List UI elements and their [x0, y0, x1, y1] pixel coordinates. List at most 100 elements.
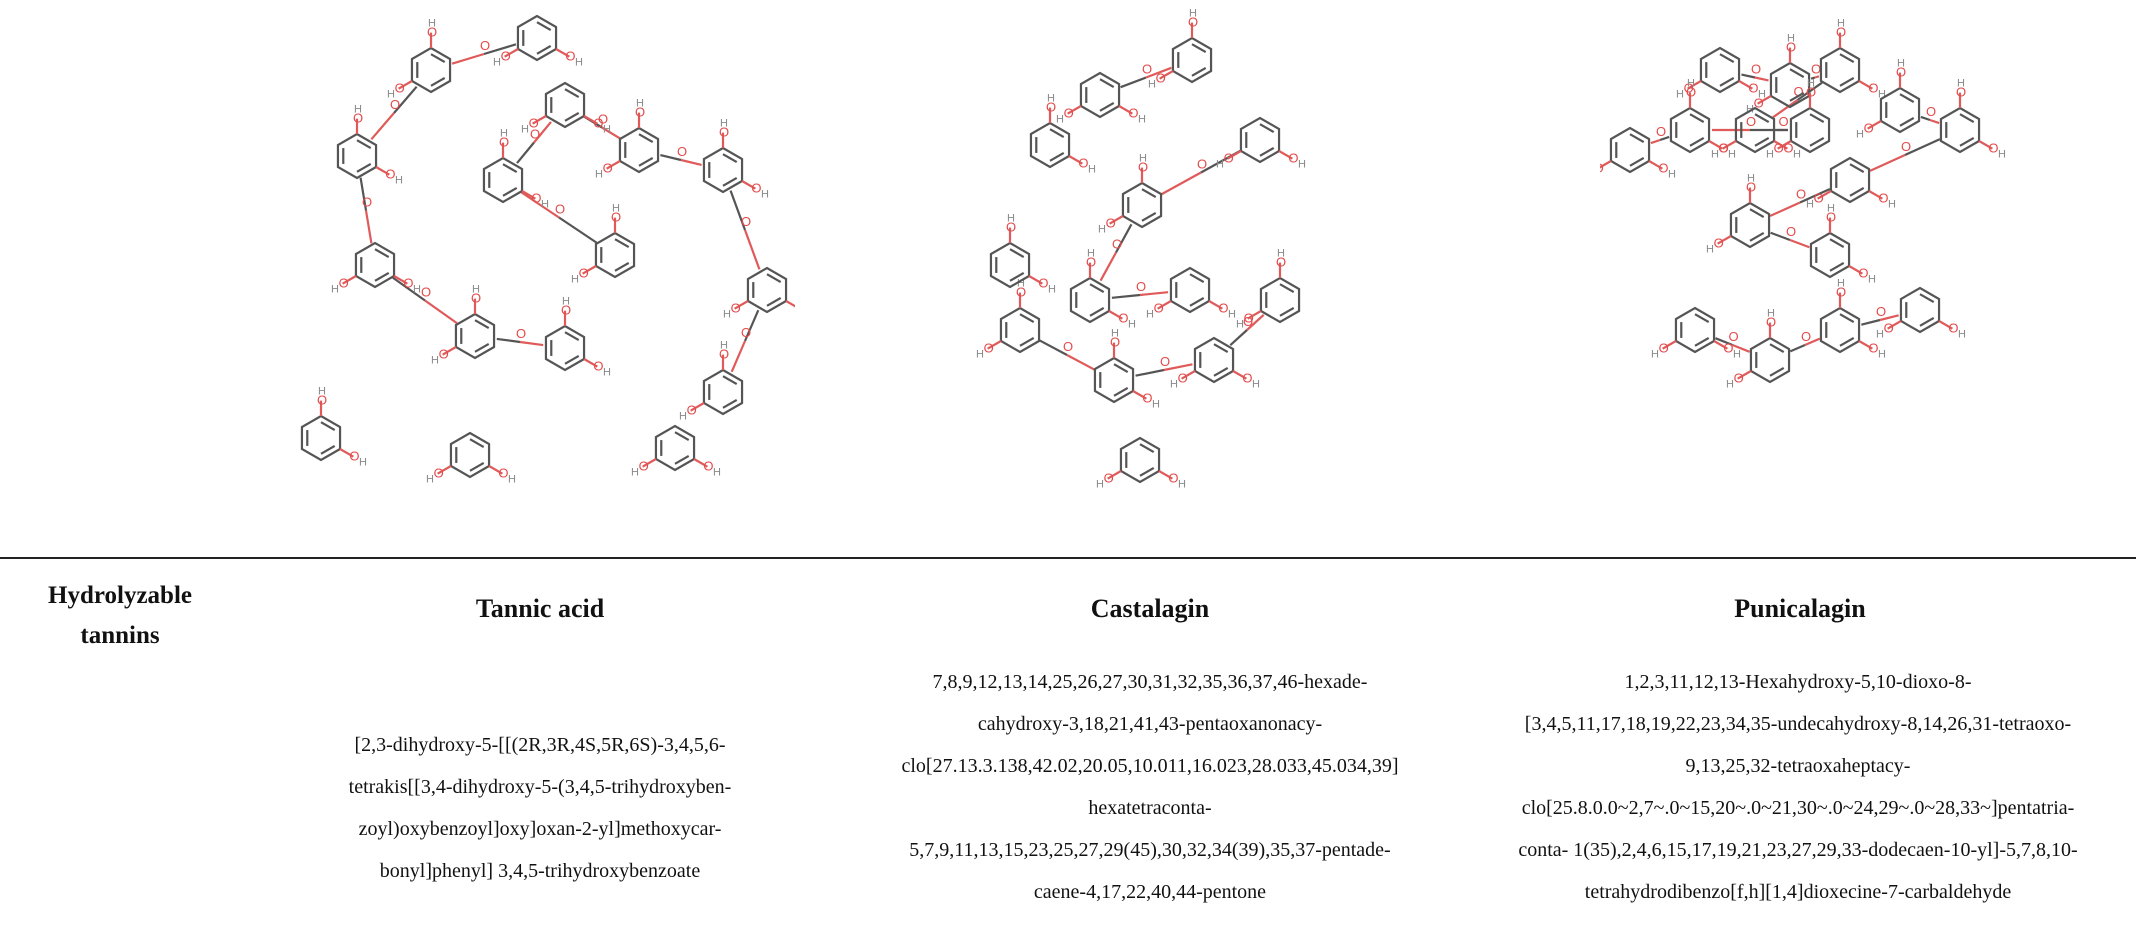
hydrogen-atom-label: H — [1087, 248, 1095, 260]
hydrogen-atom-label: H — [1146, 309, 1154, 321]
hydrogen-atom-label: H — [1277, 248, 1285, 260]
hydrogen-atom-label: H — [387, 89, 395, 101]
oxygen-atom-label: O — [1801, 329, 1811, 344]
hydrogen-atom-label: H — [1728, 149, 1736, 161]
hydrogen-atom-label: H — [1152, 399, 1160, 411]
oxygen-atom-label: O — [434, 466, 444, 481]
oxygen-atom-label: O — [362, 195, 372, 210]
double-bond — [722, 398, 738, 409]
oxygen-atom-label: O — [1884, 321, 1894, 336]
hydroxyl-bond — [504, 48, 519, 58]
double-bond — [1769, 366, 1785, 377]
double-bond — [1259, 123, 1275, 134]
aromatic-ring — [454, 312, 496, 360]
ester-bond — [533, 121, 552, 144]
oxygen-atom-label: O — [593, 359, 603, 374]
hydroxyl-bond — [1067, 105, 1082, 115]
iupac-line: cahydroxy-3,18,21,41,43-pentaoxanonacy- — [977, 713, 1323, 735]
aromatic-ring — [594, 231, 636, 279]
iupac-line: clo[27.13.3.138,42.02,20.05,10.011,16.02… — [901, 755, 1399, 777]
hydroxyl-bond — [521, 190, 536, 200]
oxygen-atom-label: O — [1656, 124, 1666, 139]
double-bond — [1189, 273, 1205, 284]
double-bond — [1959, 113, 1975, 124]
oxygen-atom-label: O — [1718, 141, 1728, 156]
ester-bond — [1879, 314, 1899, 322]
bond — [1120, 76, 1147, 89]
iupac-line: 5,7,9,11,13,15,23,25,27,29(45),30,32,34(… — [909, 839, 1391, 861]
double-bond — [1019, 313, 1035, 324]
oxygen-atom-label: O — [1106, 216, 1116, 231]
hydrogen-atom-label: H — [679, 411, 687, 423]
double-bond — [1829, 261, 1845, 272]
oxygen-atom-label: O — [555, 202, 565, 217]
hydrogen-atom-label: H — [1189, 8, 1197, 20]
bond — [1861, 318, 1881, 326]
oxygen-atom-label: O — [1136, 279, 1146, 294]
hydrogen-atom-label: H — [1128, 319, 1136, 331]
double-bond — [722, 375, 738, 386]
oxygen-atom-label: O — [1896, 65, 1906, 80]
aromatic-ring — [654, 424, 696, 472]
bond — [1659, 135, 1670, 142]
iupac-line: conta- 1(35),2,4,6,15,17,19,21,23,27,29,… — [1518, 839, 2078, 861]
aromatic-ring — [1259, 276, 1301, 324]
hydrogen-atom-label: H — [1998, 149, 2006, 161]
oxygen-atom-label: O — [1276, 255, 1286, 270]
oxygen-atom-label: O — [1142, 391, 1152, 406]
hydrogen-atom-label: H — [1676, 89, 1684, 101]
bond — [392, 276, 426, 302]
oxygen-atom-label: O — [1811, 62, 1821, 77]
oxygen-atom-label: O — [1038, 276, 1048, 291]
double-bond — [1839, 313, 1855, 324]
hydroxyl-bond — [488, 465, 503, 475]
double-bond — [1754, 136, 1770, 147]
oxygen-atom-label: O — [498, 466, 508, 481]
oxygen-atom-label: O — [1658, 161, 1668, 176]
hydrogen-atom-label: H — [431, 355, 439, 367]
ester-bond — [364, 210, 373, 244]
hydrogen-atom-label: H — [413, 284, 421, 296]
bond — [516, 141, 535, 164]
oxygen-atom-label: O — [1686, 85, 1696, 100]
iupac-name: 7,8,9,12,13,14,25,26,27,30,31,32,35,36,3… — [800, 661, 1500, 913]
oxygen-atom-label: O — [677, 144, 687, 159]
double-bond — [564, 331, 580, 342]
hydroxyl-bond — [1227, 150, 1242, 160]
double-bond — [1899, 116, 1915, 127]
hydrogen-atom-label: H — [1228, 309, 1236, 321]
hydrogen-atom-label: H — [1139, 153, 1147, 165]
hydroxyl-bond — [1181, 370, 1196, 380]
double-bond — [1629, 133, 1645, 144]
oxygen-atom-label: O — [395, 81, 405, 96]
double-bond — [564, 111, 580, 122]
double-bond — [1189, 296, 1205, 307]
oxygen-atom-label: O — [741, 214, 751, 229]
aromatic-ring — [1674, 306, 1716, 354]
hydroxyl-bond — [583, 358, 598, 368]
hydroxyl-bond — [1157, 300, 1172, 310]
aromatic-ring — [1749, 336, 1791, 384]
oxygen-atom-label: O — [1078, 156, 1088, 171]
hydroxyl-bond — [437, 465, 452, 475]
bond — [1789, 343, 1806, 353]
oxygen-atom-label: O — [1243, 314, 1253, 329]
double-bond — [1839, 336, 1855, 347]
aromatic-ring — [482, 156, 524, 204]
hydroxyl-bond — [1773, 140, 1788, 150]
hydroxyl-bond — [785, 300, 795, 308]
hydrogen-atom-label: H — [354, 104, 362, 116]
double-bond — [536, 44, 552, 55]
hydrogen-atom-label: H — [603, 124, 611, 136]
hydrogen-atom-label: H — [575, 57, 583, 69]
hydrogen-atom-label: H — [1111, 328, 1119, 340]
bond — [1770, 231, 1791, 242]
iupac-line: 1,2,3,11,12,13-Hexahydroxy-5,10-dioxo-8- — [1624, 671, 1972, 693]
hydrogen-atom-label: H — [395, 175, 403, 187]
hydrogen-atom-label: H — [1007, 213, 1015, 225]
oxygen-atom-label: O — [439, 347, 449, 362]
hydroxyl-bond — [1887, 320, 1902, 330]
hydroxyl-bond — [1738, 80, 1753, 90]
double-bond — [1213, 366, 1229, 377]
